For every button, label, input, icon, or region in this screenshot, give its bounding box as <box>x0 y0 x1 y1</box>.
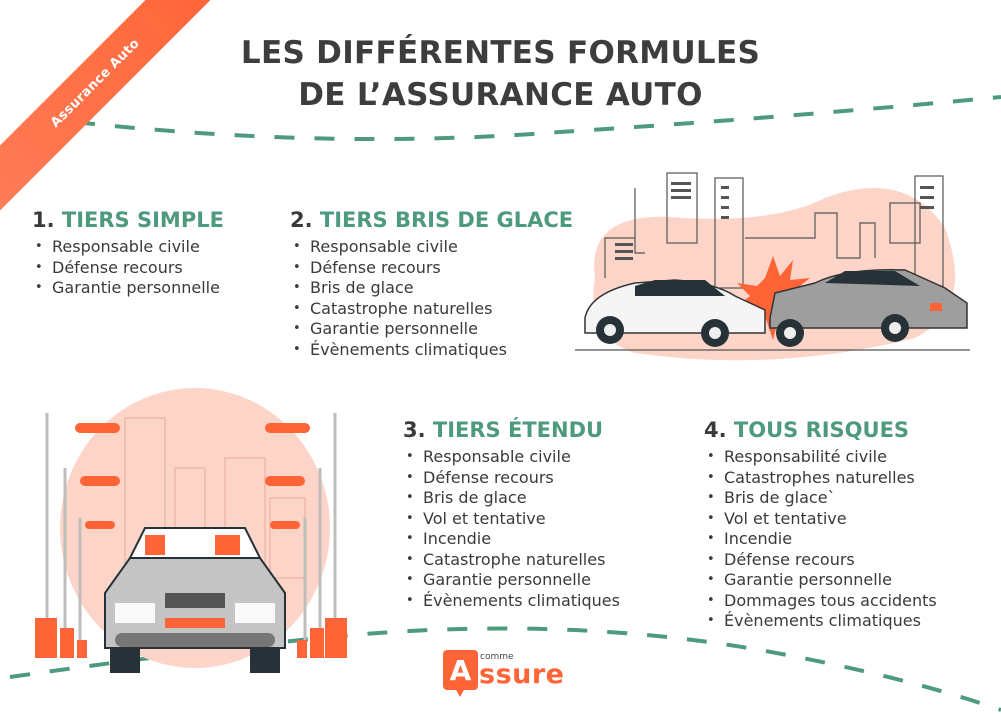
coverage-list: Responsable civile Défense recours Garan… <box>32 237 224 299</box>
formula-tiers-etendu: 3. TIERS ÉTENDU Responsable civile Défen… <box>403 417 620 611</box>
coverage-item: Garantie personnelle <box>32 278 224 299</box>
logo-letter-box: A <box>443 650 478 690</box>
coverage-item: Défense recours <box>32 258 224 279</box>
formula-tous-risques: 4. TOUS RISQUES Responsabilité civile Ca… <box>704 417 937 632</box>
coverage-item: Défense recours <box>403 468 620 489</box>
coverage-item: Bris de glace <box>403 488 620 509</box>
logo-small-text: comme <box>480 652 514 662</box>
logo-big-text: ssure <box>479 659 565 690</box>
coverage-item: Garantie personnelle <box>290 319 573 340</box>
coverage-item: Vol et tentative <box>403 509 620 530</box>
car-front-with-driver-illustration <box>35 388 347 673</box>
coverage-item: Garantie personnelle <box>704 570 937 591</box>
coverage-item: Défense recours <box>704 550 937 571</box>
coverage-item: Catastrophe naturelles <box>290 299 573 320</box>
formula-heading: 1. TIERS SIMPLE <box>32 208 224 232</box>
coverage-item: Défense recours <box>290 258 573 279</box>
formula-heading: 4. TOUS RISQUES <box>704 418 910 442</box>
coverage-list: Responsable civile Défense recours Bris … <box>403 447 620 611</box>
coverage-item: Responsable civile <box>403 447 620 468</box>
formula-heading: 2. TIERS BRIS DE GLACE <box>290 208 574 232</box>
coverage-item: Bris de glace <box>290 278 573 299</box>
coverage-item: Bris de glace` <box>704 488 937 509</box>
title-line-1: LES DIFFÉRENTES FORMULES <box>240 35 761 71</box>
coverage-item: Catastrophe naturelles <box>403 550 620 571</box>
coverage-item: Incendie <box>403 529 620 550</box>
coverage-list: Responsable civile Défense recours Bris … <box>290 237 573 360</box>
car-collision-illustration <box>575 172 970 361</box>
coverage-item: Dommages tous accidents <box>704 591 937 612</box>
coverage-item: Garantie personnelle <box>403 570 620 591</box>
title-line-2: DE L’ASSURANCE AUTO <box>298 77 703 113</box>
coverage-item: Évènements climatiques <box>290 340 573 361</box>
coverage-item: Vol et tentative <box>704 509 937 530</box>
page-title: LES DIFFÉRENTES FORMULES DE L’ASSURANCE … <box>0 32 1001 116</box>
coverage-item: Responsable civile <box>32 237 224 258</box>
coverage-item: Catastrophes naturelles <box>704 468 937 489</box>
coverage-list: Responsabilité civile Catastrophes natur… <box>704 447 937 632</box>
comme-assure-logo: A comme ssure <box>443 650 573 700</box>
formula-tiers-bris-de-glace: 2. TIERS BRIS DE GLACE Responsable civil… <box>290 207 573 360</box>
formula-tiers-simple: 1. TIERS SIMPLE Responsable civile Défen… <box>32 207 224 299</box>
coverage-item: Évènements climatiques <box>403 591 620 612</box>
coverage-item: Responsabilité civile <box>704 447 937 468</box>
coverage-item: Incendie <box>704 529 937 550</box>
logo-speech-tail <box>455 688 465 697</box>
coverage-item: Responsable civile <box>290 237 573 258</box>
coverage-item: Évènements climatiques <box>704 611 937 632</box>
formula-heading: 3. TIERS ÉTENDU <box>403 418 604 442</box>
